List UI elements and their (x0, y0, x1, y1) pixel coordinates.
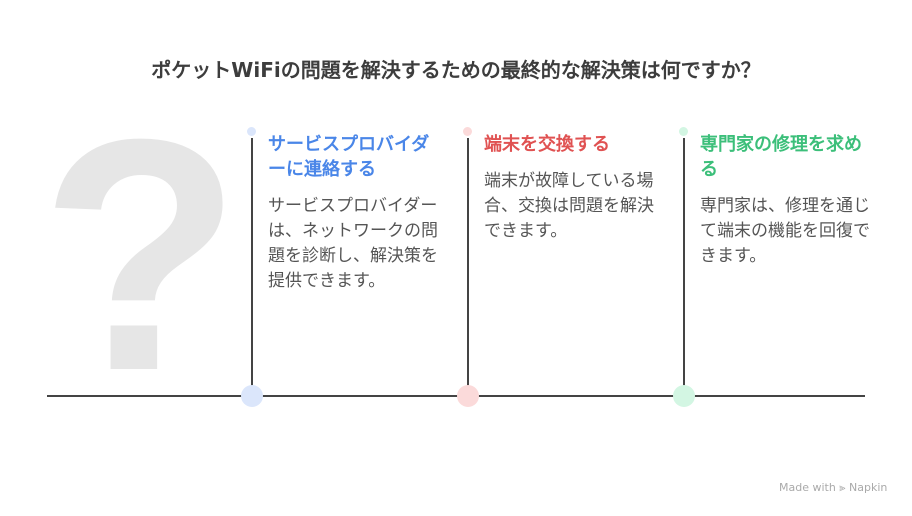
page-title: ポケットWiFiの問題を解決するための最終的な解決策は何ですか？ (151, 58, 761, 82)
step-3-line (683, 138, 685, 396)
step-2: 端末を交換する 端末が故障している場合、交換は問題を解決できます。 (484, 132, 654, 244)
timeline-axis (47, 395, 865, 397)
step-1-body: サービスプロバイダーは、ネットワークの問題を診断し、解決策を提供できます。 (268, 196, 438, 291)
step-1-line (251, 138, 253, 396)
question-mark-icon: ? (40, 70, 242, 439)
step-1-heading: サービスプロバイダーに連絡する (268, 134, 430, 180)
step-2-dot (463, 127, 472, 136)
step-3-marker (673, 385, 695, 407)
step-3-body: 専門家は、修理を通じて端末の機能を回復できます。 (700, 196, 870, 266)
step-1: サービスプロバイダーに連絡する サービスプロバイダーは、ネットワークの問題を診断… (268, 132, 438, 294)
step-1-marker (241, 385, 263, 407)
step-2-line (467, 138, 469, 396)
step-2-body: 端末が故障している場合、交換は問題を解決できます。 (484, 171, 654, 241)
step-3-dot (679, 127, 688, 136)
step-1-dot (247, 127, 256, 136)
step-3-heading: 専門家の修理を求める (700, 134, 862, 180)
step-2-heading: 端末を交換する (484, 134, 610, 155)
step-2-marker (457, 385, 479, 407)
step-3: 専門家の修理を求める 専門家は、修理を通じて端末の機能を回復できます。 (700, 132, 870, 269)
napkin-credit: Made with ⫸ Napkin (779, 481, 888, 494)
